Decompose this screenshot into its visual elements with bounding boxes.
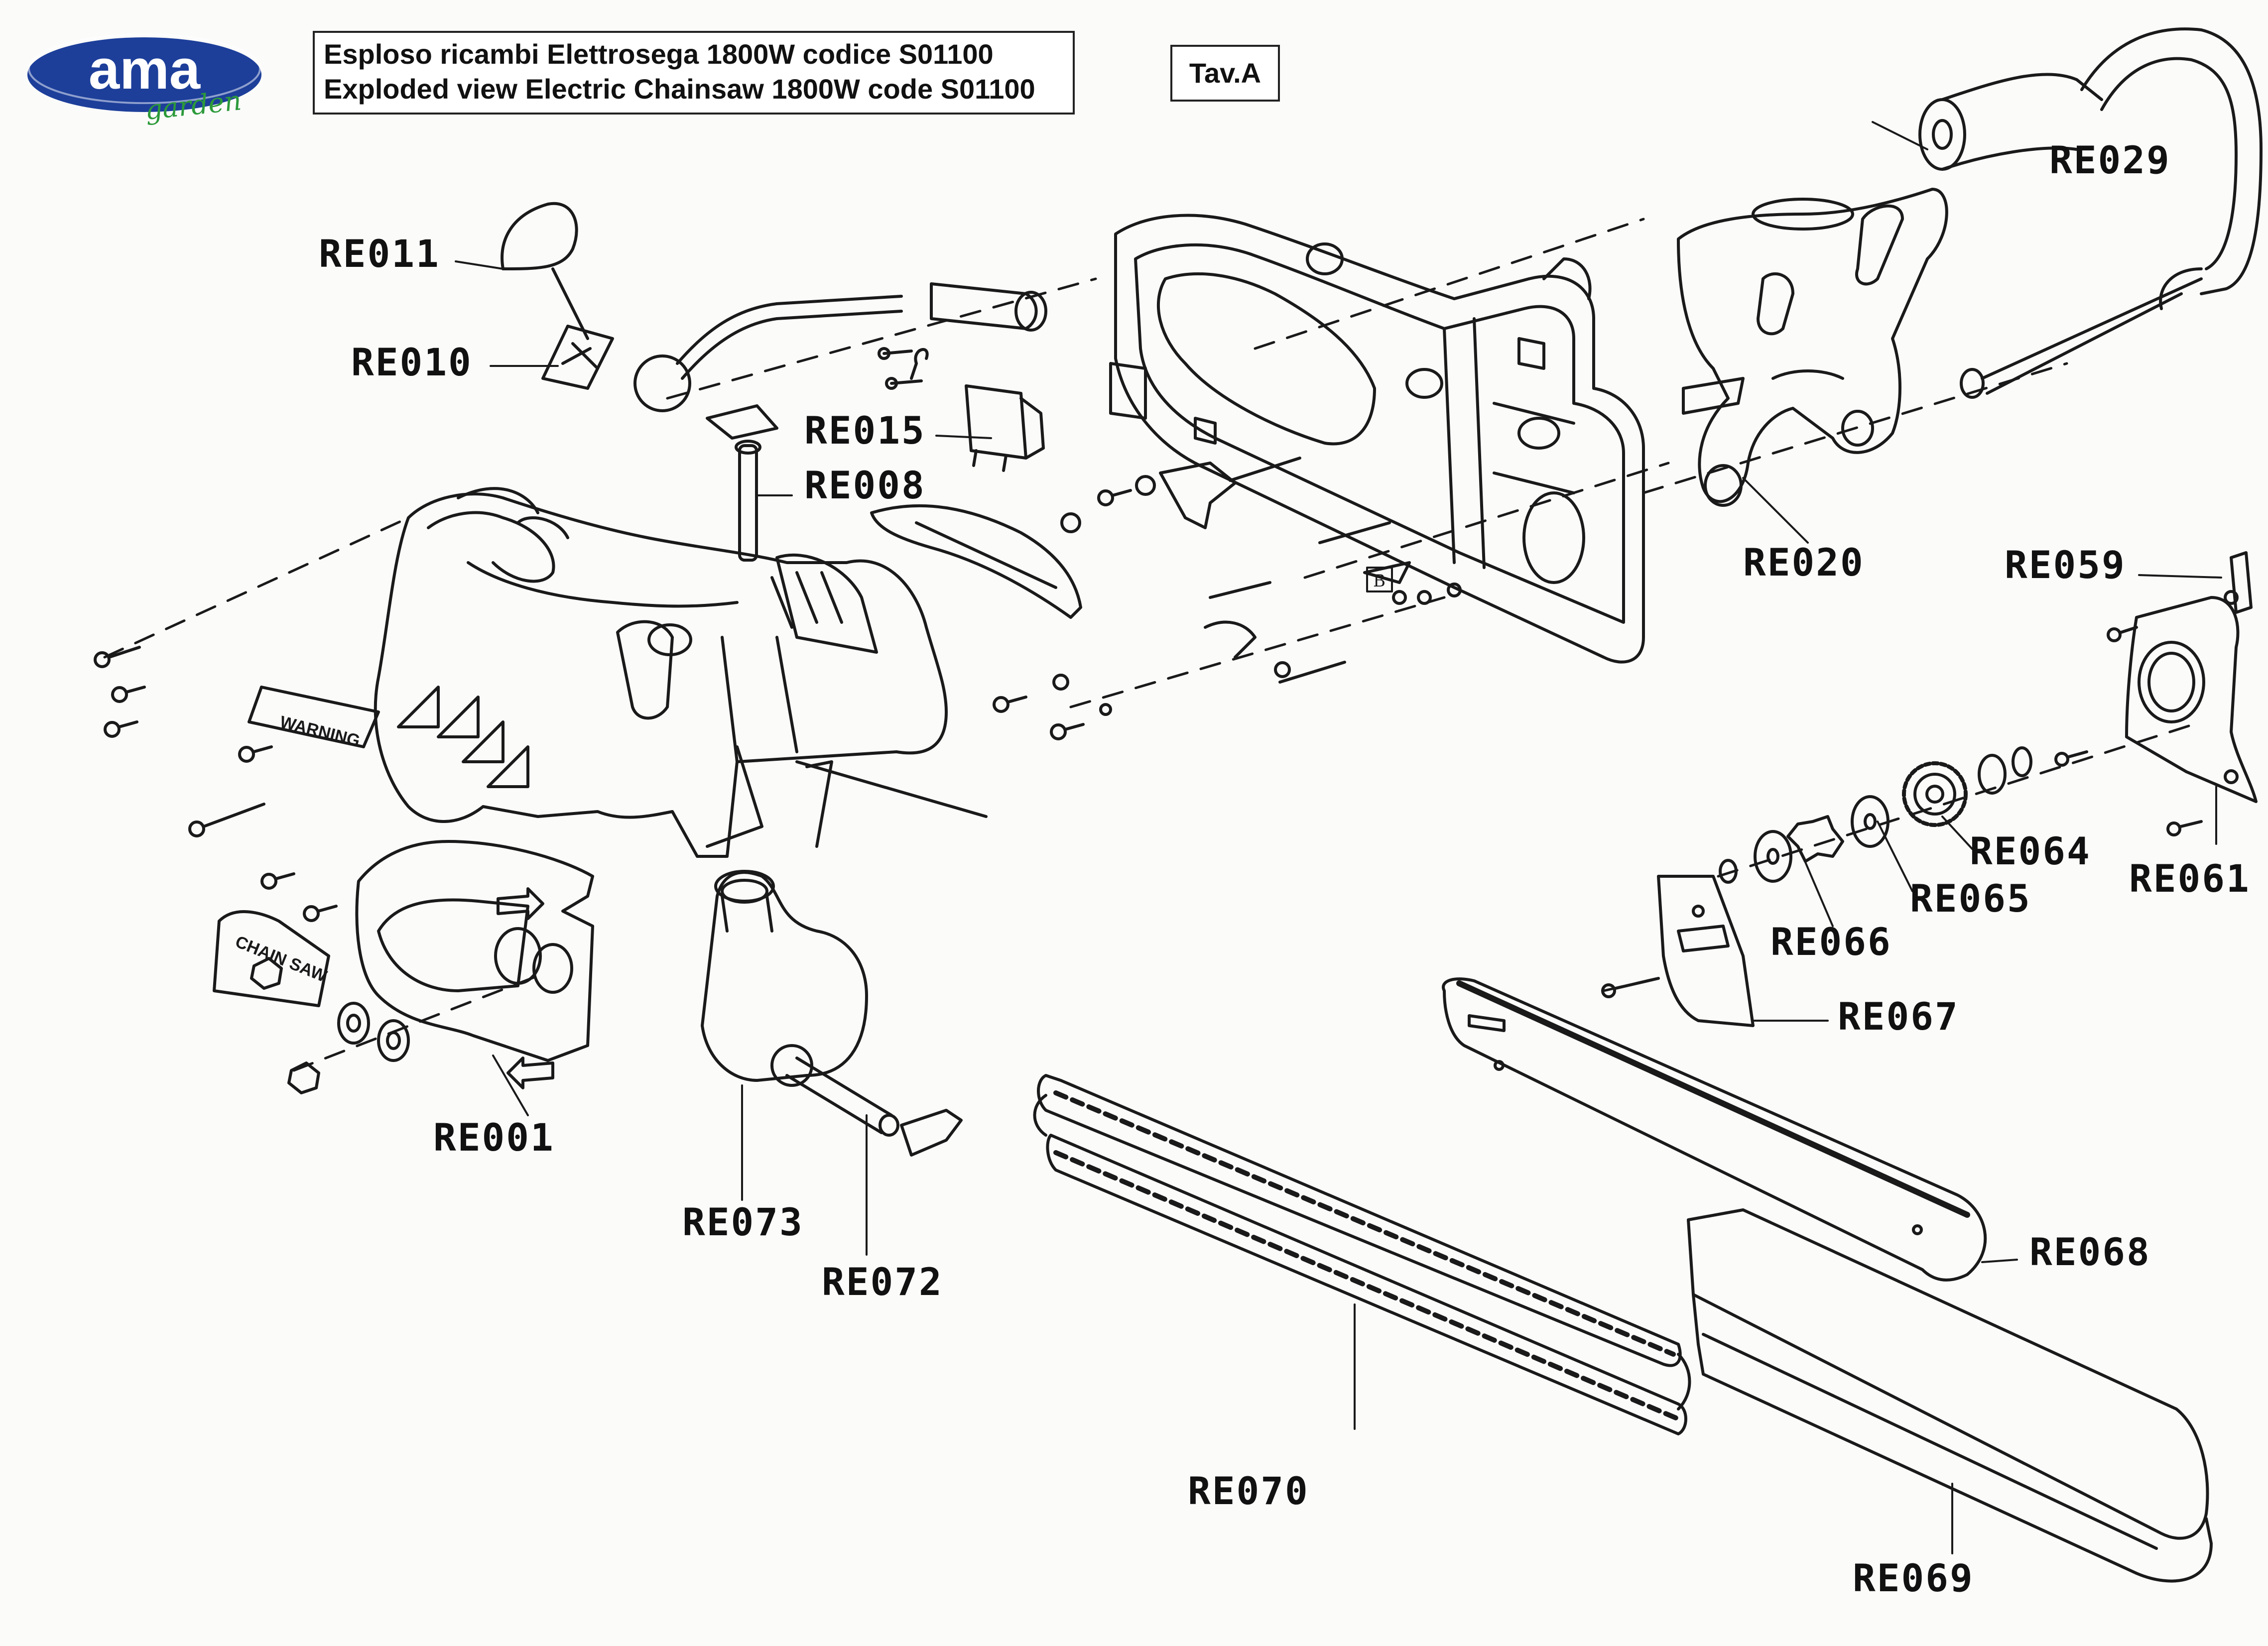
callout-re073: RE073 xyxy=(682,1200,804,1244)
part-small-hardware xyxy=(1060,362,1462,684)
callout-re066: RE066 xyxy=(1770,920,1892,964)
callout-re064: RE064 xyxy=(1970,829,2091,873)
decal-warning-text: WARNING xyxy=(278,712,362,751)
callout-re070: RE070 xyxy=(1188,1469,1309,1513)
part-re068-guide-bar xyxy=(1442,977,1987,1282)
callout-re015: RE015 xyxy=(804,408,926,453)
part-left-housing xyxy=(374,487,948,858)
decal-chain-saw: CHAIN SAW xyxy=(213,910,330,1007)
callout-re068: RE068 xyxy=(2029,1230,2151,1274)
marker-b xyxy=(1366,567,1393,592)
part-re020-guard xyxy=(1677,188,1948,507)
callout-re029: RE029 xyxy=(2049,138,2171,182)
part-sprocket-group xyxy=(1719,746,2088,884)
title-english: Exploded view Electric Chainsaw 1800W co… xyxy=(324,73,1035,105)
table-id-label: Tav.A xyxy=(1189,57,1261,89)
part-re008-pin xyxy=(706,404,778,562)
part-re029-front-handle xyxy=(1918,27,2263,399)
table-id-box: Tav.A xyxy=(1170,45,1280,102)
part-re011-knob xyxy=(501,202,589,340)
callout-re059: RE059 xyxy=(2005,543,2126,587)
part-re070-chain xyxy=(1033,1074,1691,1435)
callout-re069: RE069 xyxy=(1853,1556,1974,1600)
part-re015-switch xyxy=(878,347,1045,472)
part-re010-plate xyxy=(541,325,614,390)
chain-links-bottom xyxy=(1053,1150,1681,1421)
decal-warning: WARNING xyxy=(248,686,380,751)
callout-re011: RE011 xyxy=(319,232,440,276)
part-re067-plate xyxy=(1601,875,1755,1027)
title-italian: Esploso ricambi Elettrosega 1800W codice… xyxy=(324,38,994,70)
part-re061-plate xyxy=(2107,551,2258,836)
callout-re001: RE001 xyxy=(433,1115,555,1160)
logo-text: ama xyxy=(89,38,201,101)
callout-re072: RE072 xyxy=(822,1260,943,1304)
part-motor-housing xyxy=(1114,214,1645,664)
part-re073-oil-tank xyxy=(701,870,963,1157)
callout-re008: RE008 xyxy=(804,463,926,507)
part-screws-mid xyxy=(993,489,1291,740)
part-re069-bar-cover xyxy=(1687,1208,2213,1583)
callout-re010: RE010 xyxy=(351,340,473,384)
part-nuts-washers xyxy=(250,957,410,1094)
callout-re065: RE065 xyxy=(1910,876,2031,921)
callout-re020: RE020 xyxy=(1743,540,1865,585)
marker-b-text: B xyxy=(1373,571,1386,591)
part-power-cable xyxy=(633,282,1047,412)
part-link-rod xyxy=(795,760,988,848)
part-re001-cover xyxy=(355,840,594,1089)
marker-b-letter: B xyxy=(1373,571,1386,591)
title-box: Esploso ricambi Elettrosega 1800W codice… xyxy=(313,31,1075,115)
brand-logo: ama garden xyxy=(27,33,261,126)
part-screws-left xyxy=(94,646,338,922)
chain-links-top xyxy=(1053,1090,1676,1357)
part-trigger-lever xyxy=(870,504,1082,619)
callout-re061: RE061 xyxy=(2129,856,2251,901)
callout-re067: RE067 xyxy=(1838,994,1959,1039)
